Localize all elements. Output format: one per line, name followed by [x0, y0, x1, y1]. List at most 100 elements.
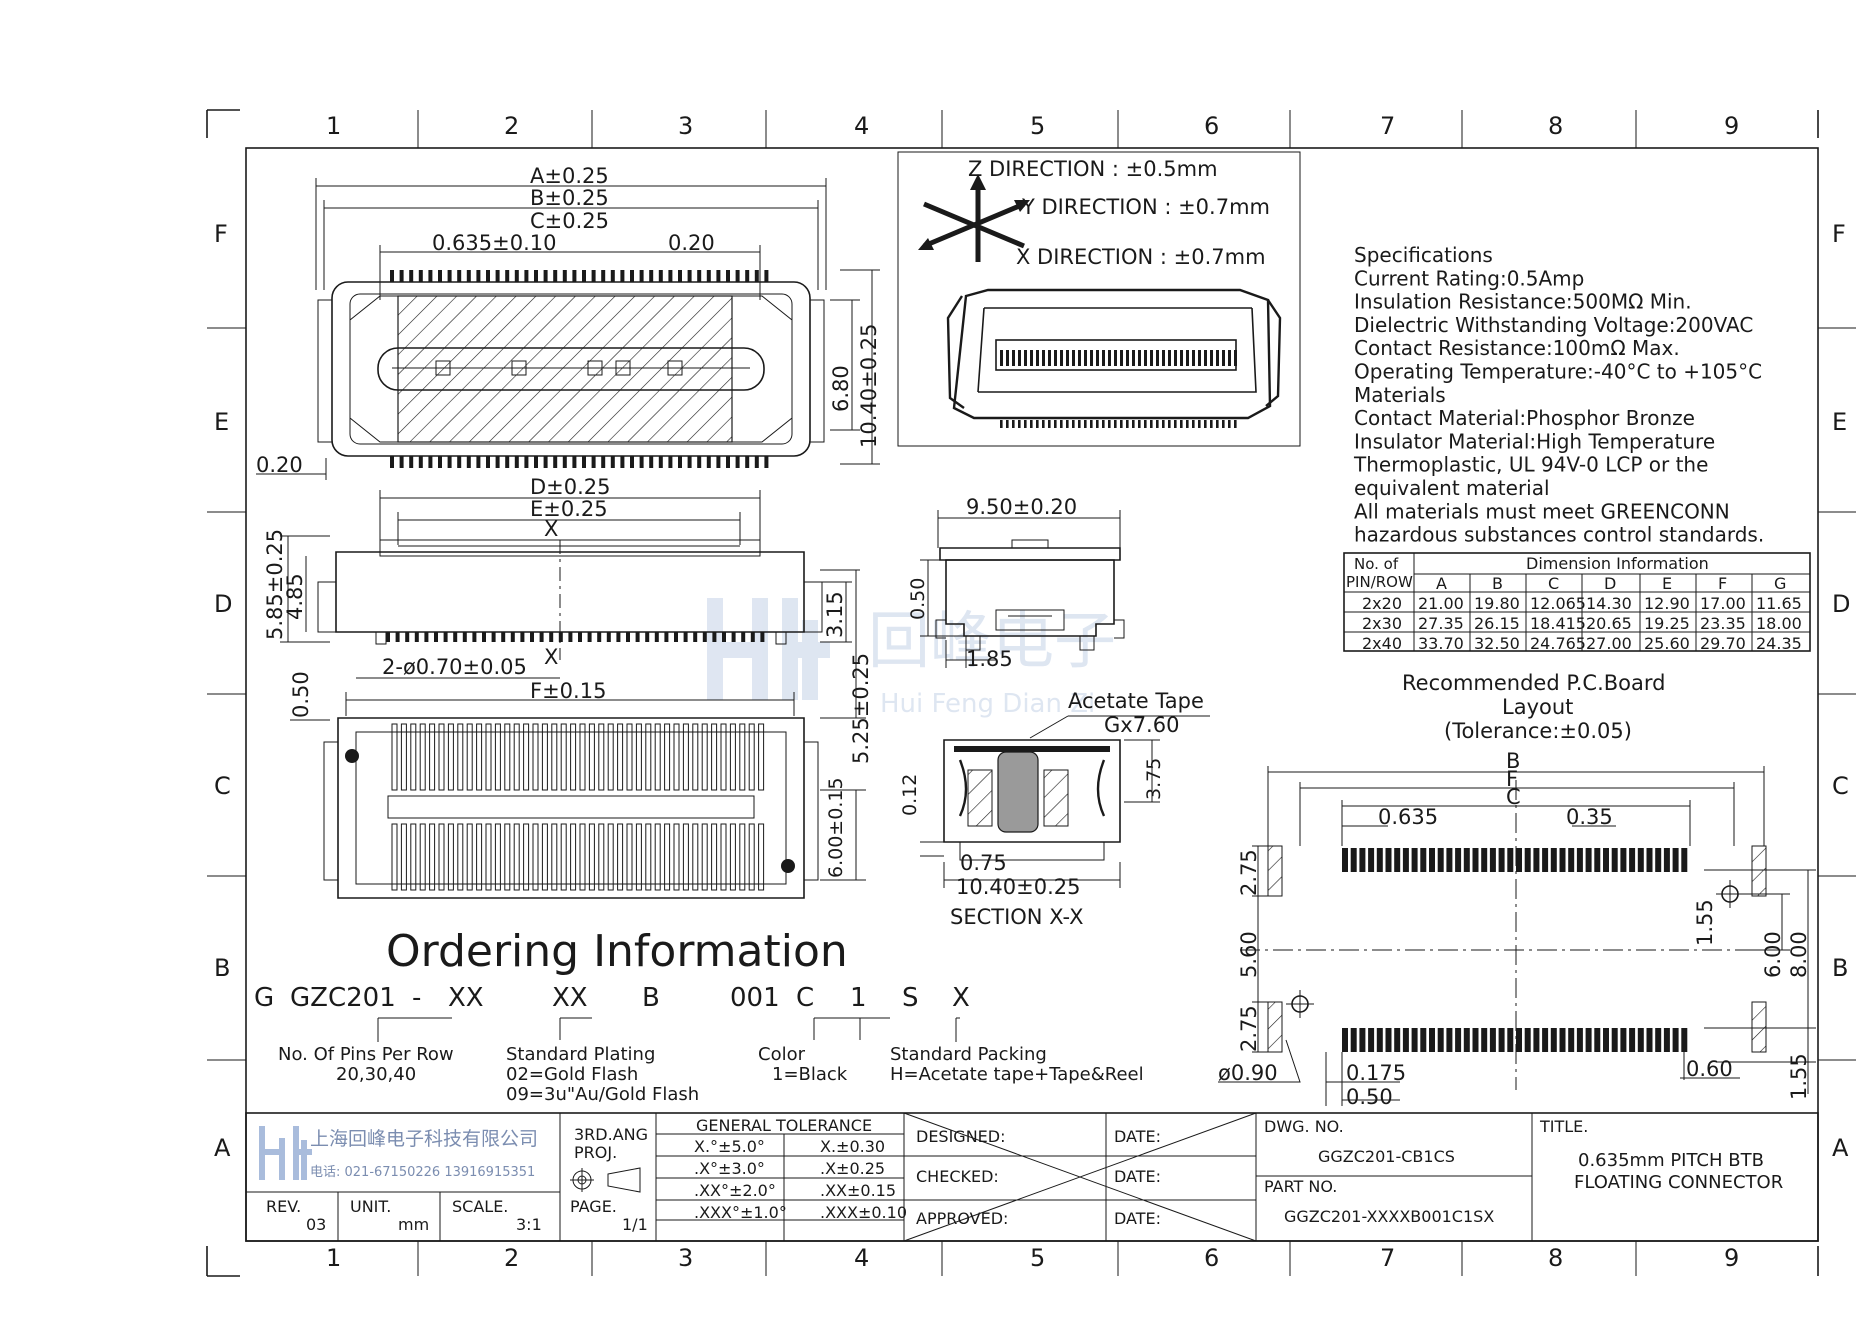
pin [1066, 420, 1069, 428]
pin [1186, 350, 1189, 366]
grid-col-top: 7 [1380, 112, 1395, 140]
contact [419, 823, 426, 891]
pin [760, 632, 765, 642]
tolerance-linear: .XXX±0.10 [820, 1203, 907, 1222]
contact [438, 823, 445, 891]
pin [1000, 350, 1003, 366]
title-label: TITLE. [1539, 1117, 1588, 1136]
pcb-hole-left [1286, 990, 1314, 1018]
pcb-pad [1646, 1028, 1653, 1052]
pin [616, 632, 621, 642]
pin [654, 632, 659, 642]
table-col-header: A [1436, 574, 1447, 593]
acetate-tape-label: Acetate Tape [1068, 689, 1204, 713]
pin [1018, 420, 1021, 428]
grid-col-bottom: 5 [1030, 1244, 1045, 1272]
pcb-dim-c: C [1506, 785, 1521, 809]
scale-label: SCALE. [452, 1197, 508, 1216]
pcb-pad [1472, 1028, 1479, 1052]
contact [654, 723, 661, 791]
contact [635, 823, 642, 891]
projection-line2: PROJ. [574, 1143, 617, 1162]
table-cell: 12.90 [1644, 594, 1690, 613]
dim-pitch: 0.635±0.10 [432, 231, 556, 255]
grid-col-top: 6 [1204, 112, 1219, 140]
pcb-pad [1568, 848, 1575, 872]
pin [630, 270, 634, 282]
pcb-pad [1516, 848, 1522, 872]
dim-gx760: Gx7.60 [1104, 713, 1179, 737]
pin [1186, 420, 1189, 428]
pin [520, 632, 525, 642]
pin [635, 632, 640, 642]
dim-525: 5.25±0.25 [849, 653, 873, 764]
pin [1090, 350, 1093, 366]
contact [588, 823, 595, 891]
pcb-pad [1402, 1028, 1409, 1052]
pin [386, 632, 390, 642]
contact [692, 723, 699, 791]
pcb-pad [1472, 848, 1479, 872]
contact [617, 823, 624, 891]
contact [654, 823, 661, 891]
section-mark-bottom: X [544, 645, 558, 669]
dim-315: 3.15 [823, 591, 847, 638]
contact [645, 723, 652, 791]
pin [562, 456, 567, 468]
dim-d: D±0.25 [530, 475, 611, 499]
dim-485: 4.85 [283, 573, 307, 620]
pin [1114, 420, 1117, 428]
contact [523, 723, 530, 791]
pcb-pad [1594, 1028, 1601, 1052]
pin [1228, 350, 1231, 366]
pin [678, 456, 682, 468]
rev-value: 03 [306, 1215, 326, 1234]
dim-1040-section: 10.40±0.25 [956, 875, 1080, 899]
contact [523, 823, 530, 891]
pcb-pad [1585, 848, 1592, 872]
pcb-pad [1376, 848, 1383, 872]
grid-row-right: B [1832, 954, 1848, 982]
pcb-pad [1368, 848, 1375, 872]
pin [1138, 420, 1141, 428]
pin [1102, 350, 1105, 366]
pcb-pad [1498, 1028, 1505, 1052]
spec-line: Current Rating:0.5Amp [1354, 266, 1584, 290]
pin [668, 270, 673, 282]
pin [716, 270, 721, 282]
pin [741, 632, 746, 642]
contact [664, 823, 671, 891]
pcb-pad [1611, 848, 1618, 872]
pcb-pad [1342, 1028, 1348, 1052]
pin [486, 456, 490, 468]
table-cell: 19.80 [1474, 594, 1520, 613]
pin [491, 632, 496, 642]
pin [687, 456, 692, 468]
pin [687, 270, 692, 282]
pin [447, 270, 452, 282]
contact [729, 823, 736, 891]
grid-col-bottom: 1 [326, 1244, 341, 1272]
pin [658, 456, 663, 468]
spec-line: hazardous substances control standards. [1354, 523, 1764, 547]
pcb-pad [1576, 1028, 1583, 1052]
pin [693, 632, 698, 642]
grid-col-top: 3 [678, 112, 693, 140]
dim-012: 0.12 [899, 774, 921, 816]
pcb-dim-035: 0.35 [1566, 805, 1613, 829]
contact [410, 723, 417, 791]
pcb-dim-hole: ø0.90 [1218, 1061, 1278, 1085]
order-code-part: G [254, 983, 274, 1013]
front-view: D±0.25 E±0.25 X X 5.85±0.25 4.85 3.15 2-… [263, 475, 852, 679]
pcb-pad [1559, 1028, 1566, 1052]
contact-window [435, 360, 451, 376]
tolerance-linear: .XX±0.15 [820, 1181, 896, 1200]
pin [712, 632, 717, 642]
pin [1006, 420, 1009, 428]
pin [562, 270, 567, 282]
pin [438, 456, 442, 468]
pin [466, 270, 471, 282]
section-title: SECTION X-X [950, 905, 1083, 929]
dim-e: E±0.25 [530, 497, 608, 521]
